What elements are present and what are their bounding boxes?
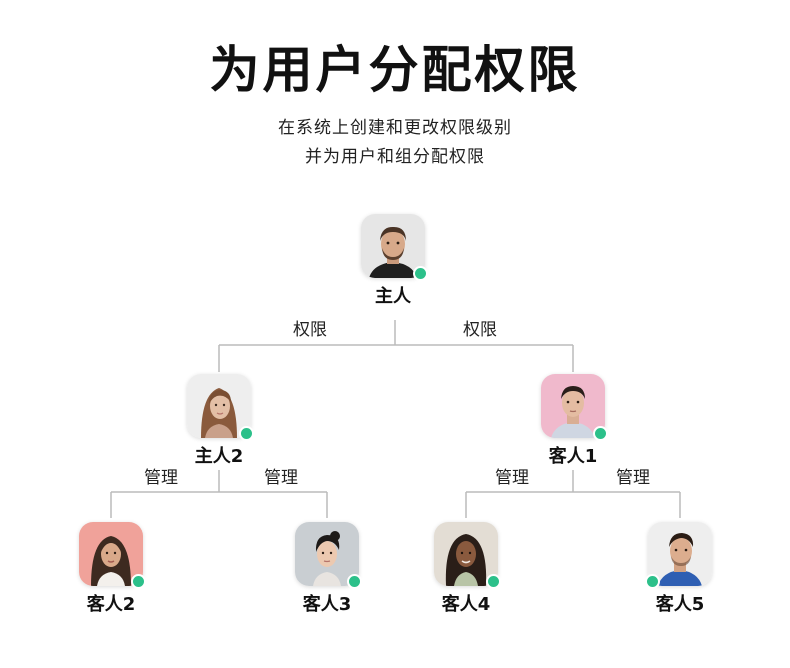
user-avatar-icon xyxy=(648,522,712,586)
node-guest3[interactable]: 客人3 xyxy=(267,522,387,616)
edge-label-owner2-right: 管理 xyxy=(264,468,298,488)
node-guest4[interactable]: 客人4 xyxy=(406,522,526,616)
online-status-icon xyxy=(131,574,146,589)
user-avatar-icon xyxy=(79,522,143,586)
page-subtitle-line1: 在系统上创建和更改权限级别 xyxy=(278,118,512,138)
page-title: 为用户分配权限 xyxy=(209,41,581,99)
online-status-icon xyxy=(413,266,428,281)
avatar xyxy=(648,522,712,586)
online-status-icon xyxy=(347,574,362,589)
node-label-guest4: 客人4 xyxy=(441,594,491,615)
online-status-icon xyxy=(486,574,501,589)
node-guest2[interactable]: 客人2 xyxy=(51,522,171,616)
node-label-owner2: 主人2 xyxy=(194,446,244,467)
online-status-icon xyxy=(593,426,608,441)
online-status-icon xyxy=(239,426,254,441)
node-guest1[interactable]: 客人1 xyxy=(513,374,633,468)
node-root[interactable]: 主人 xyxy=(333,214,453,308)
node-label-guest5: 客人5 xyxy=(655,594,705,615)
edge-label-owner2-left: 管理 xyxy=(144,468,178,488)
edge-label-root-left: 权限 xyxy=(293,320,327,340)
node-label-guest2: 客人2 xyxy=(86,594,136,615)
node-guest5[interactable]: 客人5 xyxy=(620,522,740,616)
edge-label-root-right: 权限 xyxy=(463,320,497,340)
edge-label-guest1-left: 管理 xyxy=(495,468,529,488)
avatar xyxy=(79,522,143,586)
node-owner2[interactable]: 主人2 xyxy=(159,374,279,468)
node-label-root: 主人 xyxy=(375,286,411,307)
online-status-icon xyxy=(645,574,660,589)
node-label-guest1: 客人1 xyxy=(548,446,598,467)
node-label-guest3: 客人3 xyxy=(302,594,352,615)
page-subtitle-line2: 并为用户和组分配权限 xyxy=(305,147,485,167)
edge-label-guest1-right: 管理 xyxy=(616,468,650,488)
